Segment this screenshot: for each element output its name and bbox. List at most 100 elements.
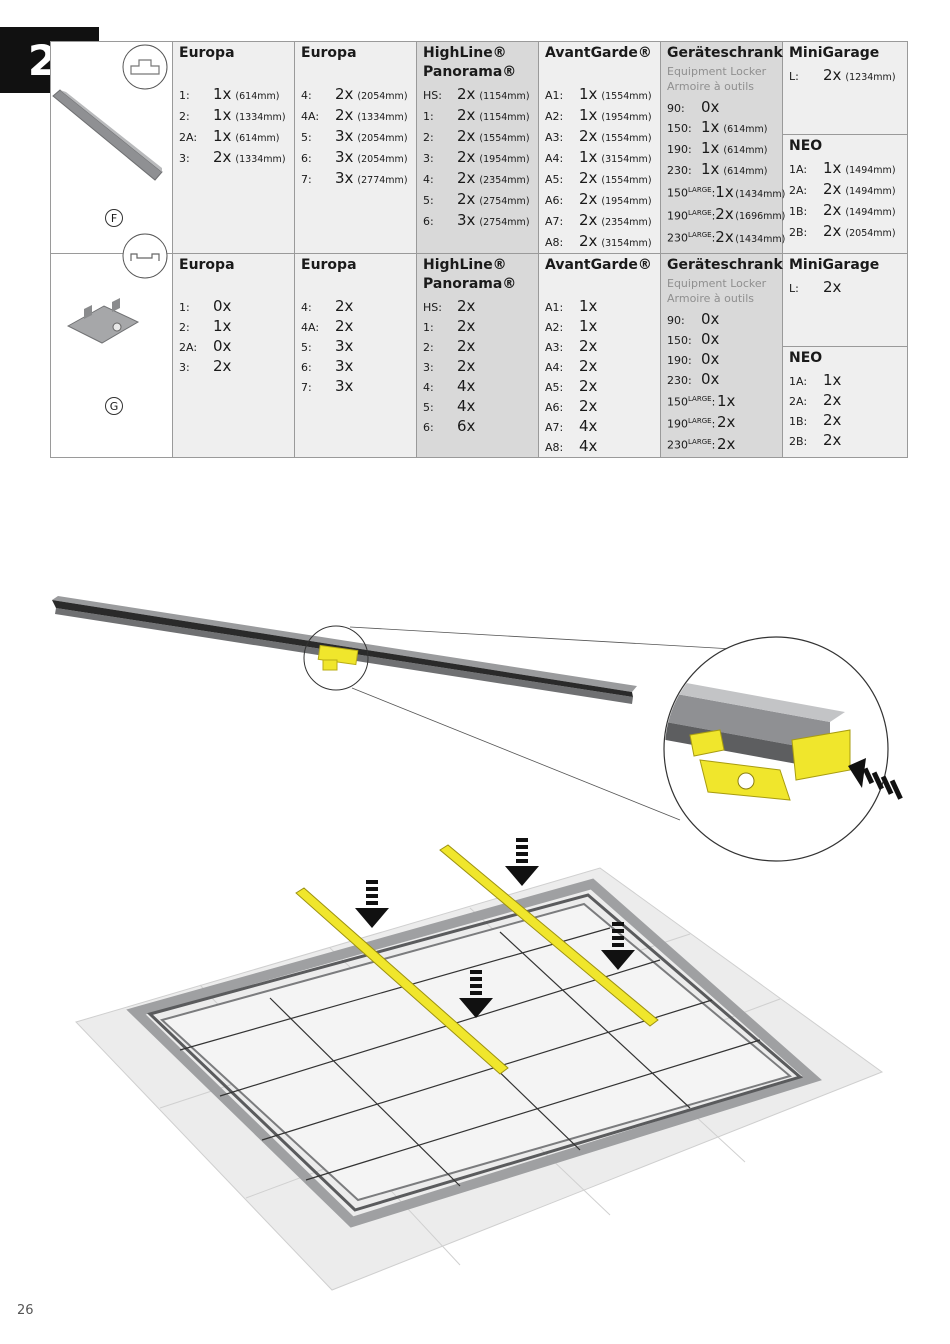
length: (1434mm) — [735, 188, 786, 200]
model-size-label: 90: — [667, 102, 685, 115]
model-size-label: A7: — [545, 215, 564, 228]
quantity: 2x — [457, 357, 476, 375]
qty-row: A7:2x(2354mm) — [545, 211, 655, 232]
qty-row: 6:3x — [301, 357, 411, 377]
qty-row: A6:2x(1954mm) — [545, 190, 655, 211]
brand-name: MiniGarage — [789, 45, 880, 61]
model-size-label: A3: — [545, 131, 564, 144]
model-size-label: 150: — [667, 334, 692, 347]
model-size-label: 2A: — [179, 341, 198, 354]
quantity: 2x — [457, 190, 476, 208]
qty-row: A6: 2x — [545, 397, 655, 417]
quantity: 2x — [823, 66, 842, 84]
qty-row: A7:4x — [545, 417, 655, 437]
quantity: 2x — [579, 211, 598, 229]
qty-row: 5:2x(2754mm) — [423, 190, 533, 211]
part-g-label: G — [105, 397, 123, 415]
quantity: 4x — [457, 397, 476, 415]
quantity: 2x — [579, 377, 598, 395]
model-size-label: HS: — [423, 301, 442, 314]
model-size-label: 2A: — [789, 395, 808, 408]
qty-row: 1A:1x(1494mm) — [789, 159, 902, 180]
part-g-thumbnail — [66, 233, 168, 344]
model-size-label: 230: — [667, 374, 692, 387]
length: (1154mm) — [479, 112, 530, 123]
brand-name: Europa — [179, 45, 235, 61]
quantity: 2x — [717, 413, 736, 432]
qty-row: A8:2x(3154mm) — [545, 232, 655, 253]
qty-row: 2:1x — [179, 317, 289, 337]
quantity: 2x — [579, 397, 598, 415]
qty-row: 6:3x(2054mm) — [301, 148, 411, 169]
qty-row: 1:0x — [179, 297, 289, 317]
model-size-label: 150LARGE: — [667, 395, 716, 409]
quantity: 1x — [579, 297, 598, 315]
length: (1334mm) — [235, 154, 286, 165]
down-arrow-icons — [355, 838, 635, 1018]
model-size-label: 190LARGE: — [667, 416, 716, 431]
quantity: 1x — [213, 127, 232, 145]
length: (1954mm) — [601, 112, 652, 123]
qty-row: L:2x — [789, 278, 902, 298]
quantity: 3x — [457, 211, 476, 229]
model-size-label: 3: — [179, 361, 190, 374]
quantity: 2x — [457, 127, 476, 145]
model-size-label: 1: — [179, 89, 190, 102]
qty-row: 150LARGE:1x — [667, 390, 777, 412]
quantity: 2x — [457, 337, 476, 355]
length: (1494mm) — [845, 207, 896, 218]
model-size-label: A5: — [545, 173, 564, 186]
part-f-thumbnail — [52, 44, 168, 181]
qty-row: 90:0x — [667, 98, 777, 118]
quantity: 1x — [715, 182, 734, 201]
quantity: 4x — [457, 377, 476, 395]
quantity: 2x — [457, 106, 476, 124]
quantity: 2x — [823, 411, 842, 429]
quantity: 3x — [335, 377, 354, 395]
qty-row: A1:1x(1554mm) — [545, 85, 655, 106]
brand-subtitle: Armoire à outils — [667, 80, 754, 93]
brand-name: NEO — [789, 138, 823, 154]
quantity: 2x — [457, 148, 476, 166]
model-size-label: A2: — [545, 321, 564, 334]
length: (2054mm) — [357, 154, 408, 165]
length: (1434mm) — [735, 233, 786, 245]
quantity: 1x — [213, 85, 232, 103]
model-size-label: A6: — [545, 401, 564, 414]
rail-with-bracket — [52, 596, 734, 821]
qty-row: 4:4x — [423, 377, 533, 397]
qty-row: 7:3x(2774mm) — [301, 169, 411, 190]
qty-row: 4:2x(2054mm) — [301, 85, 411, 106]
length: (1554mm) — [601, 91, 652, 102]
model-size-label: A4: — [545, 152, 564, 165]
qty-row: 6:3x(2754mm) — [423, 211, 533, 232]
qty-row: A1: 1x — [545, 297, 655, 317]
length: (3154mm) — [601, 154, 652, 165]
quantity: 1x — [579, 317, 598, 335]
model-size-label: L: — [789, 70, 799, 83]
length: (1954mm) — [479, 154, 530, 165]
brand-name: AvantGarde® — [545, 45, 652, 61]
model-size-label: 190LARGE: — [667, 208, 716, 223]
brand-subtitle: Equipment Locker — [667, 277, 767, 290]
length: (2774mm) — [357, 175, 408, 186]
quantity: 3x — [335, 127, 354, 145]
qty-row: HS:2x(1154mm) — [423, 85, 533, 106]
quantity: 2x — [457, 317, 476, 335]
qty-row: 1:2x(1154mm) — [423, 106, 533, 127]
model-size-label: A1: — [545, 301, 564, 314]
qty-row: 230LARGE:2x(1434mm) — [667, 226, 785, 249]
qty-row: 3:2x(1954mm) — [423, 148, 533, 169]
model-size-label: 6: — [423, 421, 434, 434]
length: (2754mm) — [479, 196, 530, 207]
quantity: 2x — [715, 227, 734, 246]
quantity: 2x — [335, 106, 354, 124]
quantity: 2x — [579, 337, 598, 355]
quantity: 2x — [823, 278, 842, 296]
qty-row: 190:0x — [667, 350, 777, 370]
